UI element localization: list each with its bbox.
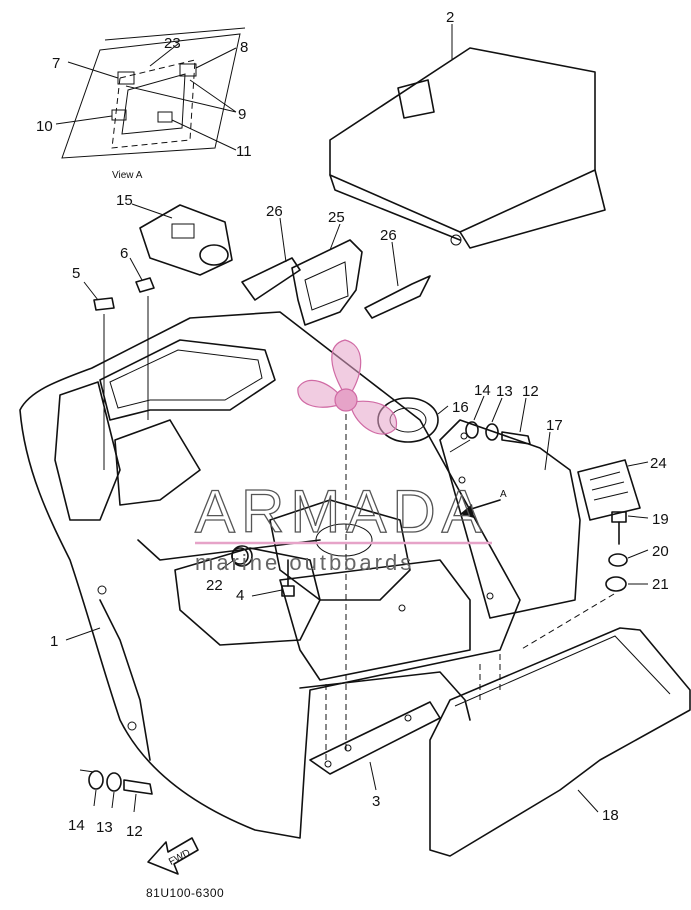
label-part-4: 4 [236,587,244,604]
bolt-part-4 [251,559,295,597]
diagram-code: 81U100-6300 [146,886,224,900]
label-part-12-lower: 12 [126,823,143,840]
label-part-22: 22 [206,577,223,594]
label-part-6: 6 [120,245,128,262]
lower-panel-part-18 [429,627,691,857]
watermark-main-text: ARMADA [195,478,488,545]
pad-part-26-left [241,217,301,301]
clip-8-shape [179,63,197,77]
label-part-10: 10 [36,118,53,135]
nut-part-20 [608,549,649,567]
label-part-11: 11 [236,143,252,160]
fwd-direction-arrow [147,837,199,875]
knob-part-22 [219,545,253,571]
label-part-1: 1 [50,633,58,650]
label-part-17: 17 [546,417,563,434]
fasteners-upper-right [465,395,531,445]
label-part-24: 24 [650,455,667,472]
plate-part-3 [309,400,441,791]
label-part-21: 21 [652,576,669,593]
label-part-26-right: 26 [380,227,397,244]
screw-part-19 [611,511,649,545]
label-part-3: 3 [372,793,380,810]
clip-10-shape [111,109,127,121]
label-part-13-lower: 13 [96,819,113,836]
armada-watermark: ARMADA marine outboards [194,339,492,575]
label-part-15: 15 [116,192,133,209]
label-part-8: 8 [240,39,248,56]
fasteners-lower-left [79,769,153,813]
label-part-26-left: 26 [266,203,283,220]
label-part-5: 5 [72,265,80,282]
label-part-9: 9 [238,106,246,123]
grip-part-15 [131,203,233,276]
label-plate-part-24 [577,459,649,521]
inset-caption: View A [112,170,143,181]
pad-part-26-right [364,241,431,319]
label-part-16: 16 [452,399,469,416]
watermark-sub-text: marine outboards [195,550,414,575]
label-part-12-upper: 12 [522,383,539,400]
label-part-7: 7 [52,55,60,72]
side-panel-part-17 [439,419,581,619]
label-part-14-upper: 14 [474,382,491,399]
label-part-19: 19 [652,511,669,528]
label-part-13-upper: 13 [496,383,513,400]
view-a-marker: A [500,489,507,500]
clip-part-6 [129,257,155,420]
label-part-2: 2 [446,9,454,26]
propeller-logo-icon [297,339,398,435]
inset-view-a [55,27,246,159]
washer-part-21 [519,576,648,651]
clip-11-shape [157,111,173,123]
label-part-20: 20 [652,543,669,560]
part-number-labels: 7 23 8 9 10 11 View A 2 15 26 25 26 6 5 … [36,9,669,900]
label-part-14-lower: 14 [68,817,85,834]
label-part-18: 18 [602,807,619,824]
label-part-25: 25 [328,209,345,226]
label-part-23: 23 [164,35,181,52]
bracket-part-25 [291,223,363,326]
console-body-part-1 [19,311,521,839]
cover-lid-part-2 [329,24,606,249]
clip-part-5 [83,281,115,470]
